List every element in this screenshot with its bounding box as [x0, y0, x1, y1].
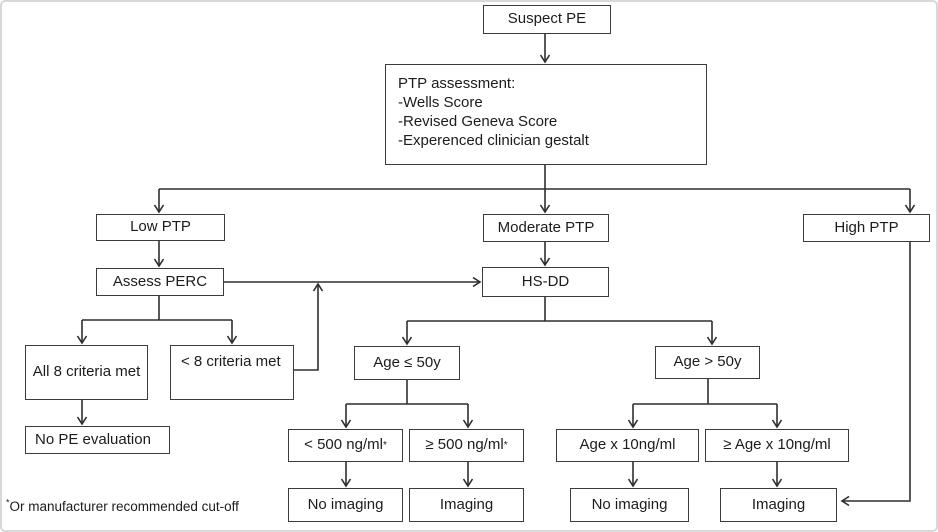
footnote-asterisk: *: [6, 497, 10, 508]
node-low-ptp: Low PTP: [96, 214, 225, 241]
node-ge-500-label: ≥ 500 ng/ml: [425, 436, 504, 454]
node-lt-500-ngml: < 500 ng/ml*: [288, 429, 403, 462]
arrow-highptp-to-imaging: [840, 242, 911, 507]
node-imaging-le50: Imaging: [409, 488, 524, 522]
node-imaging-gt50: Imaging: [720, 488, 837, 522]
ptp-assessment-item: -Revised Geneva Score: [398, 113, 558, 130]
node-all-8-criteria-met: All 8 criteria met: [25, 345, 148, 400]
node-ptp-assessment: PTP assessment: -Wells Score -Revised Ge…: [385, 64, 707, 165]
node-assess-perc: Assess PERC: [96, 268, 224, 296]
ptp-assessment-item: -Wells Score: [398, 94, 483, 111]
node-ge-age-x-10ngml: ≥ Age x 10ng/ml: [705, 429, 849, 462]
node-no-imaging-gt50: No imaging: [570, 488, 689, 522]
node-age-x-10ngml: Age x 10ng/ml: [556, 429, 699, 462]
node-no-pe-evaluation: No PE evaluation: [25, 426, 170, 454]
node-ge-500-ngml: ≥ 500 ng/ml*: [409, 429, 524, 462]
node-suspect-pe: Suspect PE: [483, 5, 611, 34]
arrow-lt8-to-hsdd-line: [294, 282, 324, 371]
node-high-ptp: High PTP: [803, 214, 930, 242]
node-age-gt-50: Age > 50y: [655, 346, 760, 379]
node-moderate-ptp: Moderate PTP: [483, 214, 609, 242]
footnote: *Or manufacturer recommended cut-off: [6, 497, 239, 514]
node-hs-dd: HS-DD: [482, 267, 609, 297]
footnote-text: Or manufacturer recommended cut-off: [9, 499, 239, 514]
node-no-imaging-le50: No imaging: [288, 488, 403, 522]
node-age-le-50: Age ≤ 50y: [354, 346, 460, 380]
ptp-assessment-item: -Experenced clinician gestalt: [398, 132, 589, 149]
node-lt-500-label: < 500 ng/ml: [304, 436, 383, 454]
node-lt-8-criteria-met: < 8 criteria met: [170, 345, 294, 400]
ptp-assessment-title: PTP assessment:: [398, 75, 516, 92]
